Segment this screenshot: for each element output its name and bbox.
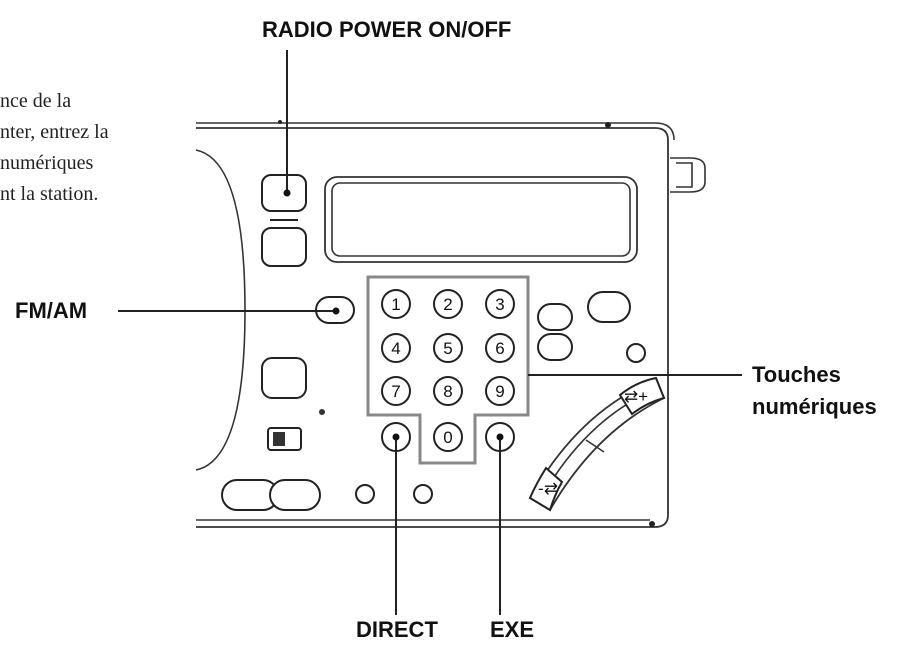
right-button-small-top[interactable] bbox=[537, 303, 573, 331]
svg-text:5: 5 bbox=[443, 339, 452, 358]
key-5[interactable]: 5 bbox=[433, 333, 463, 363]
side-text-line4: nt la station. bbox=[0, 183, 98, 205]
band-switch[interactable] bbox=[267, 427, 302, 451]
radio-body bbox=[195, 120, 706, 528]
bottom-small-button-2[interactable] bbox=[413, 484, 433, 504]
key-0[interactable]: 0 bbox=[433, 422, 463, 452]
power-button-group bbox=[261, 174, 307, 267]
tuning-rocker: ⇄+ -⇄ bbox=[528, 376, 666, 512]
numeric-keypad: 1 2 3 4 5 6 7 8 9 0 bbox=[381, 289, 515, 452]
key-3[interactable]: 3 bbox=[485, 289, 515, 319]
key-2[interactable]: 2 bbox=[433, 289, 463, 319]
svg-text:7: 7 bbox=[391, 382, 400, 401]
right-button-small-bottom[interactable] bbox=[537, 333, 573, 361]
radio-power-label: RADIO POWER ON/OFF bbox=[262, 17, 511, 42]
key-9[interactable]: 9 bbox=[485, 376, 515, 406]
bottom-left-button-b[interactable] bbox=[269, 479, 321, 511]
key-8[interactable]: 8 bbox=[433, 376, 463, 406]
tune-down-button[interactable]: -⇄ bbox=[528, 466, 564, 512]
direct-label: DIRECT bbox=[356, 617, 438, 642]
tune-up-button[interactable]: ⇄+ bbox=[618, 376, 666, 416]
bottom-small-button-1[interactable] bbox=[355, 484, 375, 504]
key-6[interactable]: 6 bbox=[485, 333, 515, 363]
svg-text:-⇄: -⇄ bbox=[538, 479, 558, 498]
svg-text:3: 3 bbox=[495, 295, 504, 314]
numeric-keys-label-line2: numériques bbox=[752, 394, 877, 419]
secondary-top-button[interactable] bbox=[261, 227, 307, 267]
key-1[interactable]: 1 bbox=[381, 289, 411, 319]
numeric-keys-label-line1: Touches bbox=[752, 362, 841, 387]
memory-button[interactable] bbox=[261, 357, 307, 399]
side-text-line2: nter, entrez la bbox=[0, 121, 109, 143]
display-window bbox=[324, 176, 638, 263]
key-7[interactable]: 7 bbox=[381, 376, 411, 406]
indicator-dot bbox=[319, 409, 325, 415]
fm-am-label: FM/AM bbox=[15, 298, 87, 323]
svg-text:⇄+: ⇄+ bbox=[624, 387, 648, 406]
key-4[interactable]: 4 bbox=[381, 333, 411, 363]
svg-text:8: 8 bbox=[443, 382, 452, 401]
svg-text:0: 0 bbox=[443, 428, 452, 447]
side-text-line3: numériques bbox=[0, 152, 94, 174]
right-small-round-button[interactable] bbox=[626, 343, 646, 363]
callout-lines bbox=[118, 50, 742, 615]
side-text-line1: nce de la bbox=[0, 90, 71, 112]
right-button-large-top[interactable] bbox=[587, 291, 631, 323]
svg-text:6: 6 bbox=[495, 339, 504, 358]
svg-text:4: 4 bbox=[391, 339, 400, 358]
svg-text:2: 2 bbox=[443, 295, 452, 314]
svg-text:9: 9 bbox=[495, 382, 504, 401]
exe-label: EXE bbox=[490, 617, 534, 642]
keypad-frame bbox=[366, 275, 530, 465]
svg-text:1: 1 bbox=[391, 295, 400, 314]
